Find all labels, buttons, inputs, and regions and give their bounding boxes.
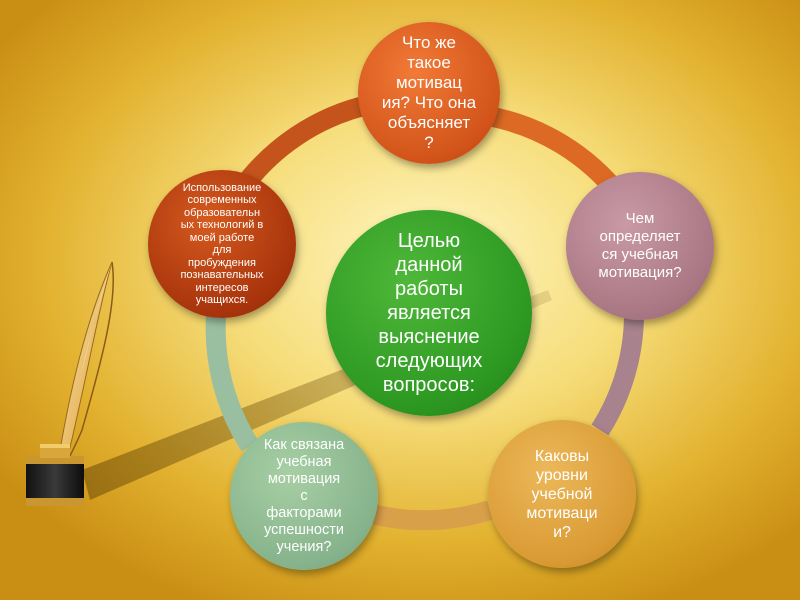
question-node-technologies: Использование современных образовательн … (148, 170, 296, 318)
question-node-success-factors: Как связана учебная мотивация с факторам… (230, 422, 378, 570)
question-node-levels: Каковы уровни учебной мотиваци и? (488, 420, 636, 568)
question-node-determinants-text: Чем определяет ся учебная мотивация? (598, 210, 681, 282)
question-node-definition: Что же такое мотивац ия? Что она объясня… (358, 22, 500, 164)
question-node-levels-text: Каковы уровни учебной мотиваци и? (526, 447, 597, 542)
central-goal-node: Целью данной работы является выяснение с… (326, 210, 532, 416)
quill-pen-icon (58, 262, 113, 464)
inkwell-icon (26, 444, 84, 506)
question-node-definition-text: Что же такое мотивац ия? Что она объясня… (382, 33, 476, 153)
question-node-technologies-text: Использование современных образовательн … (180, 182, 263, 307)
central-goal-text: Целью данной работы является выяснение с… (376, 229, 483, 397)
question-node-success-factors-text: Как связана учебная мотивация с факторам… (264, 437, 344, 556)
ring-segment-bottom (372, 510, 490, 520)
question-node-determinants: Чем определяет ся учебная мотивация? (566, 172, 714, 320)
ring-segment-right (600, 318, 634, 430)
